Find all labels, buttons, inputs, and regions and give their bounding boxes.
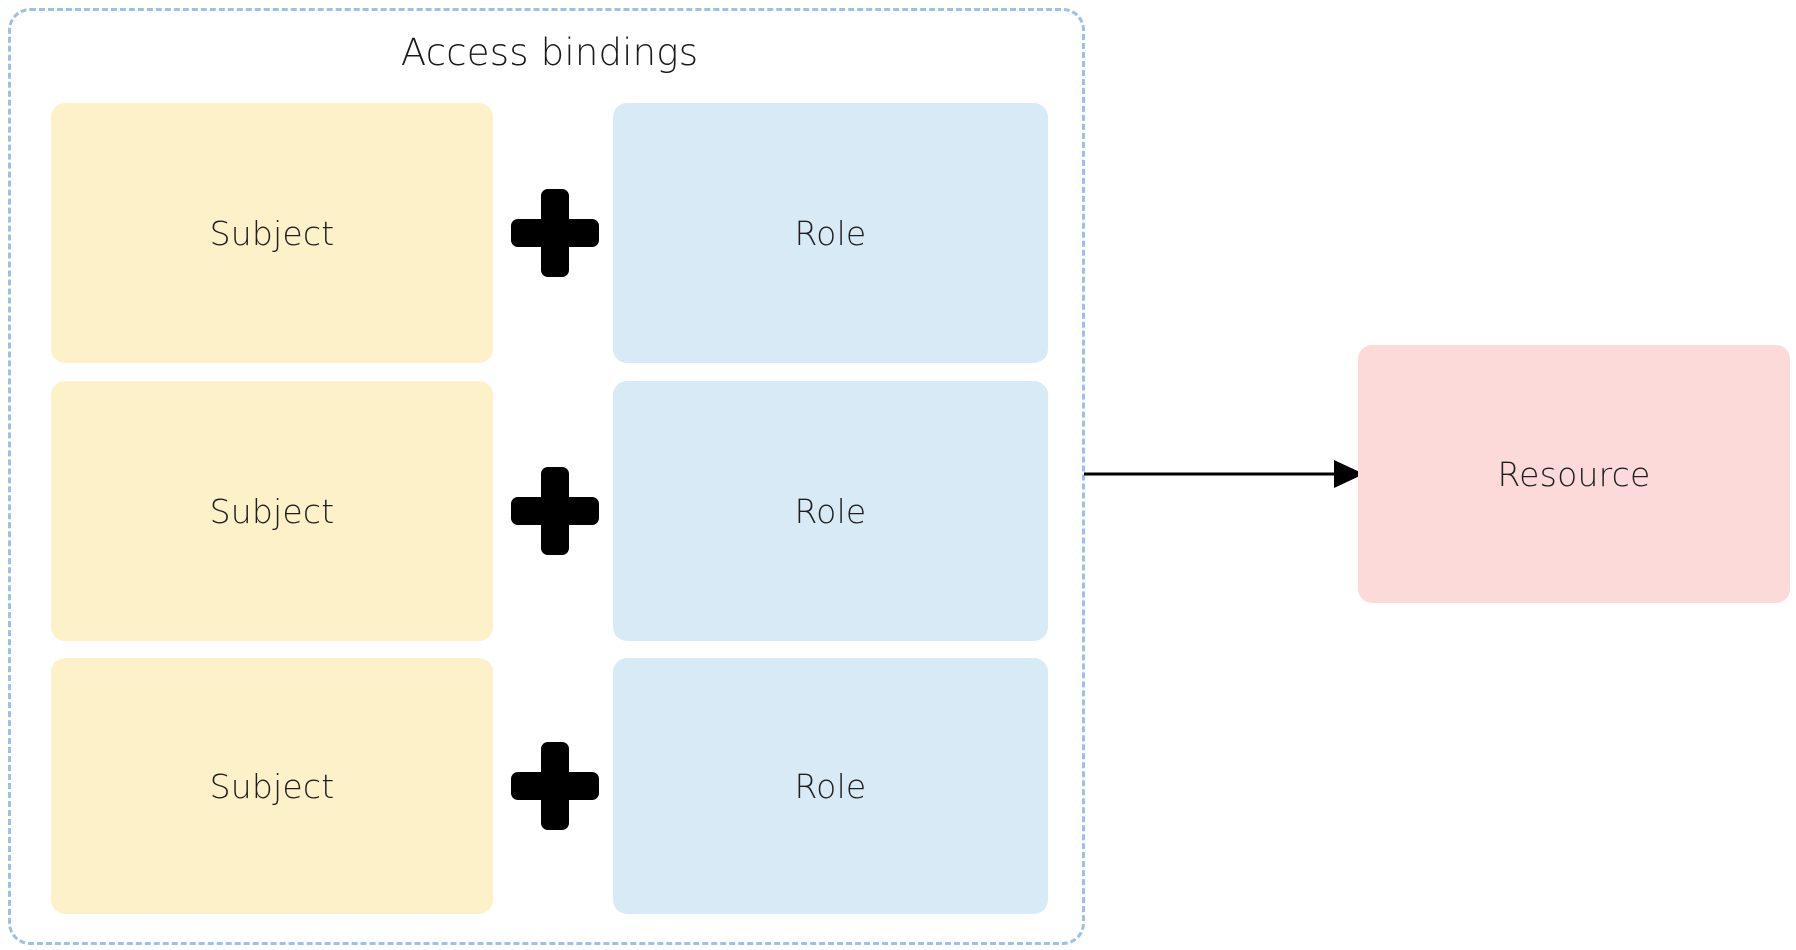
role-node[interactable]: Role	[613, 103, 1048, 363]
plus-icon	[511, 742, 599, 830]
resource-node[interactable]: Resource	[1358, 345, 1790, 603]
arrow-icon	[1084, 460, 1364, 488]
group-title: Access bindings	[400, 31, 699, 74]
subject-node[interactable]: Subject	[51, 103, 493, 363]
role-node[interactable]: Role	[613, 381, 1048, 641]
plus-icon	[511, 467, 599, 555]
access-bindings-group: Access bindings Subject Role Subject Rol…	[8, 8, 1085, 945]
plus-icon-vertical-bar	[541, 742, 569, 830]
role-node[interactable]: Role	[613, 658, 1048, 914]
binding-row: Subject Role	[51, 658, 1051, 914]
subject-node[interactable]: Subject	[51, 658, 493, 914]
binding-row: Subject Role	[51, 103, 1051, 363]
binding-row: Subject Role	[51, 381, 1051, 641]
plus-icon-vertical-bar	[541, 467, 569, 555]
bindings-list: Subject Role Subject Role Subject	[11, 11, 1088, 948]
plus-icon	[511, 189, 599, 277]
plus-icon-vertical-bar	[541, 189, 569, 277]
subject-node[interactable]: Subject	[51, 381, 493, 641]
